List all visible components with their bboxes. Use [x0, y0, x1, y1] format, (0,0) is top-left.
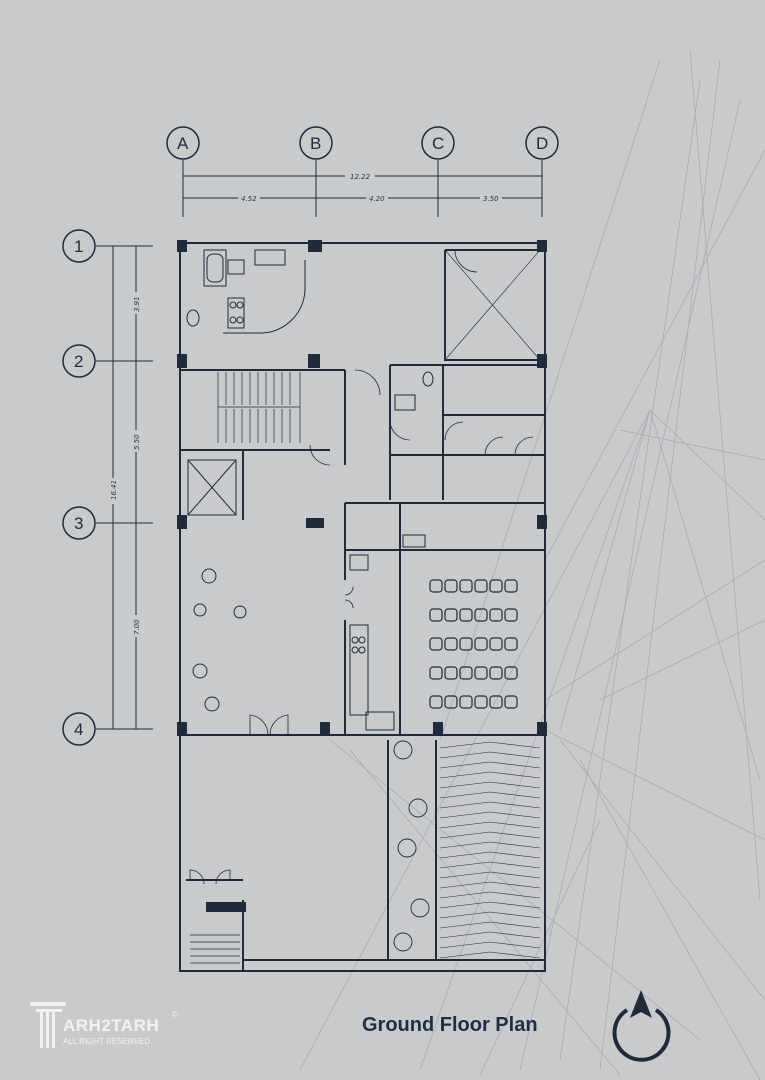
chair [489, 666, 503, 680]
bay-a-b-dimension: 4.52 [241, 195, 257, 203]
grid-label-a: A [177, 134, 189, 153]
brand-logo: ARH2TARH © ALL RIGHT RESERVED [30, 1000, 178, 1055]
grid-rows: 1 2 3 4 [62, 229, 96, 746]
ramp-hatch-line [439, 921, 541, 929]
page-title: Ground Floor Plan [362, 1014, 538, 1036]
ramp-hatch-line [439, 741, 541, 749]
chair [444, 608, 458, 622]
staircase [190, 372, 301, 964]
grid-label-b: B [310, 134, 321, 153]
grid-columns: A B C D [166, 126, 559, 160]
column-logo-icon [30, 1002, 66, 1048]
ramp-hatch-line [439, 801, 541, 809]
structural-columns [177, 240, 547, 912]
ramp-hatch-line [439, 841, 541, 849]
grid-label-2: 2 [74, 352, 83, 371]
logo-subtitle: ALL RIGHT RESERVED [63, 1037, 150, 1046]
ramp [439, 741, 541, 959]
ramp-hatch-line [439, 831, 541, 839]
chair [474, 666, 488, 680]
ramp-hatch-line [439, 891, 541, 899]
north-arrow-icon [612, 1008, 671, 1062]
chair [444, 695, 458, 709]
chair [459, 637, 473, 651]
chair [474, 637, 488, 651]
ramp-hatch-line [439, 811, 541, 819]
ramp-hatch-line [439, 931, 541, 939]
seating-rows [429, 579, 518, 709]
overall-width-dimension: 12.22 [350, 173, 371, 181]
chair [429, 695, 443, 709]
chair [474, 608, 488, 622]
grid-label-3: 3 [74, 514, 83, 533]
ramp-hatch-line [439, 751, 541, 759]
chair [489, 637, 503, 651]
ramp-hatch-line [439, 761, 541, 769]
chair [489, 608, 503, 622]
doors [189, 249, 534, 885]
bay-3-4-dimension: 7.00 [133, 619, 141, 635]
bay-1-2-dimension: 3.91 [133, 296, 141, 312]
walls [179, 242, 546, 972]
planters [393, 740, 430, 952]
chair [444, 666, 458, 680]
ramp-hatch-line [439, 911, 541, 919]
ramp-hatch-line [439, 941, 541, 949]
north-arrowhead-icon [630, 990, 652, 1018]
copyright-mark: © [172, 1010, 178, 1019]
grid-label-4: 4 [74, 720, 83, 739]
chair [459, 666, 473, 680]
chair [504, 579, 518, 593]
chair [489, 579, 503, 593]
chair [429, 637, 443, 651]
chair [474, 695, 488, 709]
grid-label-1: 1 [74, 237, 83, 256]
ramp-hatch-line [439, 881, 541, 889]
chair [429, 579, 443, 593]
ramp-hatch-line [439, 781, 541, 789]
chair [429, 608, 443, 622]
chair [504, 666, 518, 680]
bathroom-kitchen-fixtures [186, 249, 434, 731]
ramp-hatch-line [439, 871, 541, 879]
grid-label-d: D [536, 134, 548, 153]
ramp-hatch-line [439, 821, 541, 829]
chair [444, 637, 458, 651]
chair [474, 579, 488, 593]
chair [489, 695, 503, 709]
chair [504, 695, 518, 709]
chair [429, 666, 443, 680]
chair [444, 579, 458, 593]
grid-label-c: C [432, 134, 444, 153]
chair [459, 608, 473, 622]
ramp-hatch-line [439, 791, 541, 799]
overall-depth-dimension: 16.41 [110, 480, 118, 500]
ramp-hatch-line [439, 851, 541, 859]
decorative-line-art [299, 49, 765, 1080]
chair [504, 608, 518, 622]
bay-2-3-dimension: 5.50 [133, 434, 141, 450]
bay-b-c-dimension: 4.20 [369, 195, 385, 203]
logo-brand-text: ARH2TARH [63, 1016, 160, 1035]
ramp-hatch-line [439, 771, 541, 779]
chair [459, 579, 473, 593]
ramp-hatch-line [439, 861, 541, 869]
ramp-hatch-line [439, 951, 541, 959]
bay-c-d-dimension: 3.50 [483, 195, 499, 203]
chair [504, 637, 518, 651]
ramp-hatch-line [439, 901, 541, 909]
chair [459, 695, 473, 709]
lobby-furniture [192, 568, 247, 712]
